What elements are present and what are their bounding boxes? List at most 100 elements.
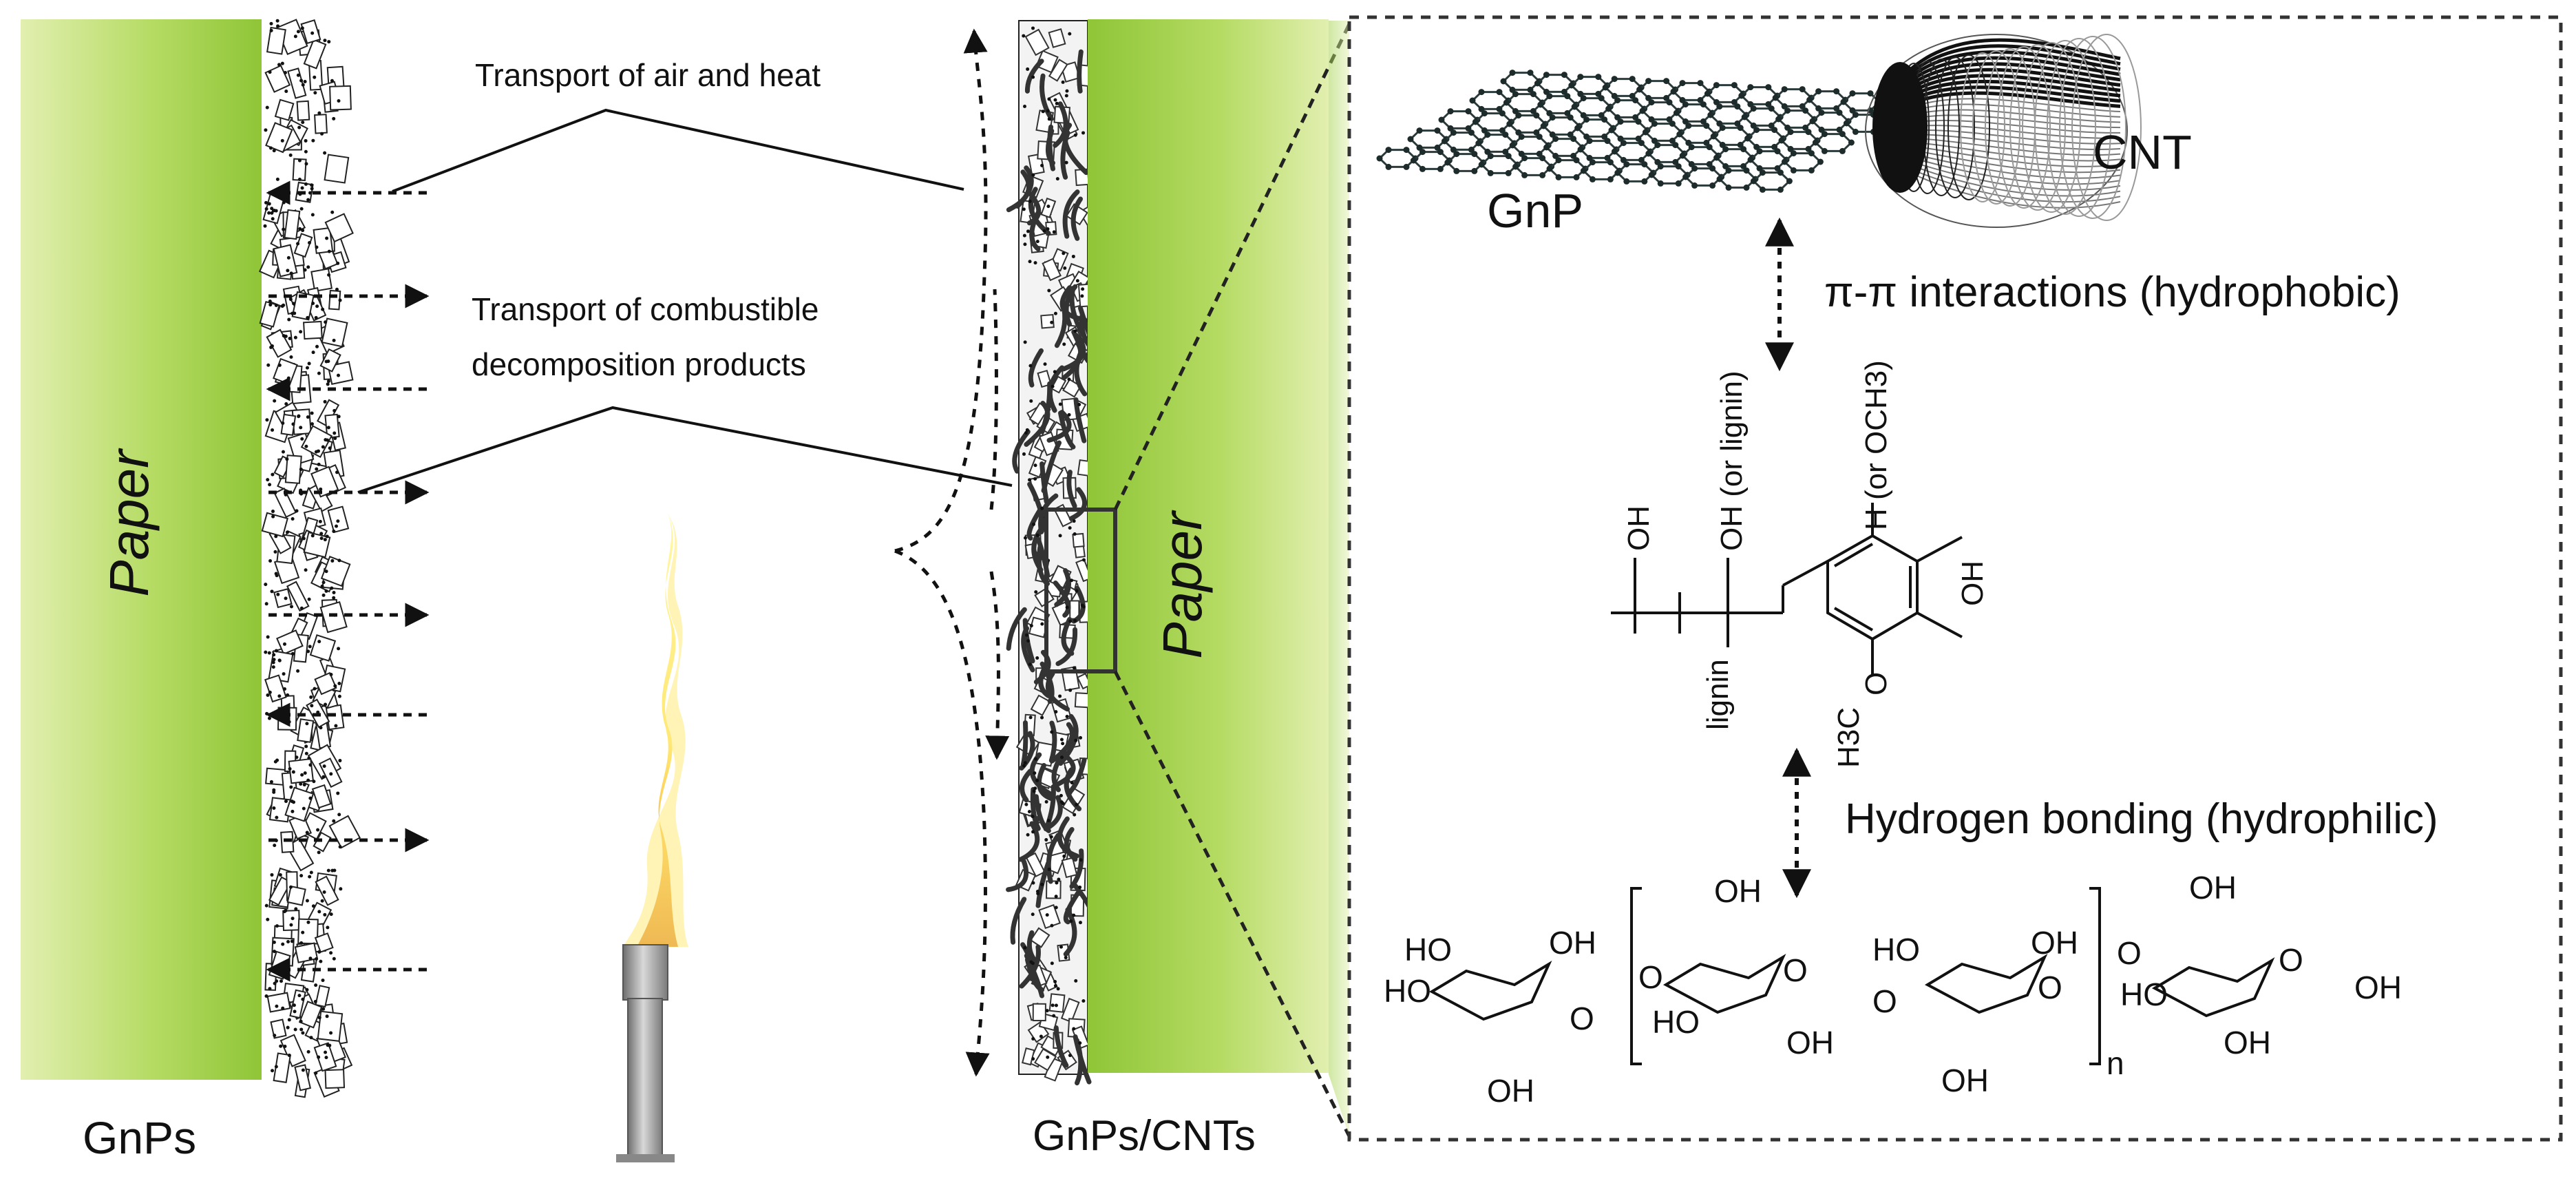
cell-oh-6: OH	[1941, 1063, 1989, 1098]
graphene-hexagon	[1681, 146, 1720, 165]
particle-dot	[336, 791, 340, 795]
particle-dot	[1040, 163, 1044, 167]
carbon-atom	[1685, 139, 1692, 146]
particle-dot	[290, 939, 294, 943]
particle-dot	[274, 1065, 278, 1069]
carbon-atom	[1787, 145, 1794, 152]
carbon-atom	[1571, 103, 1578, 110]
particle-dot	[311, 138, 315, 143]
carbon-atom	[1614, 169, 1621, 176]
zoom-line-bottom	[1113, 670, 1351, 1138]
cnt-opening	[1872, 62, 1928, 193]
cell-oh-1: OH	[1549, 925, 1596, 961]
particle-dot	[1042, 229, 1046, 233]
particle-dot	[1059, 793, 1063, 797]
particle-dot	[1023, 761, 1027, 765]
particle-dot	[303, 80, 307, 84]
particle-dot	[326, 359, 330, 364]
particle-dot	[275, 1004, 279, 1008]
particle-dot	[1073, 813, 1077, 817]
graphene-hexagon	[1501, 72, 1541, 91]
particle-dot	[271, 665, 275, 669]
gnp-flake	[1062, 378, 1082, 398]
cnt-strand	[1046, 833, 1061, 884]
particle-dot	[332, 408, 337, 412]
lignin-oh-or-lignin: OH (or lignin)	[1715, 370, 1749, 551]
carbon-atom	[1385, 147, 1392, 154]
particle-dot	[267, 211, 271, 215]
particle-dot	[1058, 402, 1062, 406]
cell-o-5: O	[2038, 970, 2062, 1005]
graphene-hexagon	[1810, 112, 1850, 131]
particle-dot	[272, 653, 276, 657]
carbon-atom	[1697, 96, 1704, 103]
particle-dot	[273, 950, 277, 954]
cnt-strand	[1028, 348, 1044, 388]
particle-dot	[330, 210, 335, 214]
particle-dot	[271, 1069, 275, 1073]
graphene-hexagon	[1570, 76, 1609, 95]
particle-dot	[1067, 377, 1071, 382]
graphene-hexagon	[1613, 142, 1652, 161]
particle-dot	[308, 191, 313, 195]
particle-dot	[326, 382, 330, 386]
carbon-atom	[1620, 156, 1627, 163]
particle-dot	[268, 146, 273, 150]
particle-dot	[335, 524, 339, 528]
particle-dot	[337, 647, 341, 651]
carbon-atom	[1790, 167, 1797, 174]
carbon-atom	[1848, 139, 1855, 146]
particle-dot	[275, 924, 279, 928]
particle-dot	[271, 660, 275, 665]
gnp-flake	[259, 300, 280, 328]
particle-dot	[1028, 364, 1033, 368]
particle-dot	[275, 979, 279, 983]
gnp-flake	[1040, 313, 1055, 329]
particle-dot	[1053, 980, 1057, 984]
particle-dot	[310, 422, 314, 426]
cnt-strand	[1058, 713, 1079, 766]
particle-dot	[324, 320, 328, 324]
particle-dot	[1073, 133, 1077, 137]
carbon-atom	[1583, 133, 1590, 140]
particle-dot	[279, 1044, 283, 1048]
particle-dot	[310, 534, 315, 538]
graphene-hexagon	[1808, 90, 1847, 109]
particle-dot	[289, 785, 293, 789]
gnp-flake	[1029, 927, 1051, 948]
particle-dot	[1081, 131, 1086, 135]
carbon-atom	[1546, 165, 1553, 172]
particle-dot	[306, 649, 310, 654]
combustible-label-line2: decomposition products	[472, 346, 806, 382]
gnp-flake	[1046, 880, 1062, 899]
particle-dot	[291, 651, 295, 656]
particle-dot	[315, 957, 319, 961]
particle-dot	[297, 158, 302, 163]
particle-dot	[271, 428, 275, 432]
cell-oh-7: OH	[2189, 870, 2237, 906]
particle-dot	[271, 217, 275, 221]
graphene-hexagon	[1752, 171, 1791, 191]
carbon-atom	[1725, 184, 1732, 191]
particle-dot	[299, 207, 304, 211]
particle-dot	[272, 790, 276, 794]
particle-dot	[317, 111, 321, 115]
particle-dot	[1031, 1037, 1035, 1041]
carbon-atom	[1577, 146, 1584, 153]
carbon-atom	[1663, 78, 1670, 85]
particle-dot	[1073, 329, 1077, 333]
carbon-atom	[1518, 150, 1525, 157]
particle-dot	[319, 726, 323, 730]
particle-dot	[1041, 109, 1045, 114]
particle-dot	[332, 530, 336, 534]
glucose-ring	[1428, 960, 1552, 1021]
particle-dot	[315, 245, 319, 249]
particle-dot	[280, 61, 284, 65]
particle-dot	[310, 31, 315, 35]
cnt-strand	[1026, 930, 1038, 964]
particle-dot	[313, 687, 317, 691]
cnt-strand	[1060, 130, 1070, 180]
particle-dot	[305, 899, 309, 903]
cnt-strand	[1010, 897, 1027, 945]
particle-dot	[308, 796, 313, 800]
